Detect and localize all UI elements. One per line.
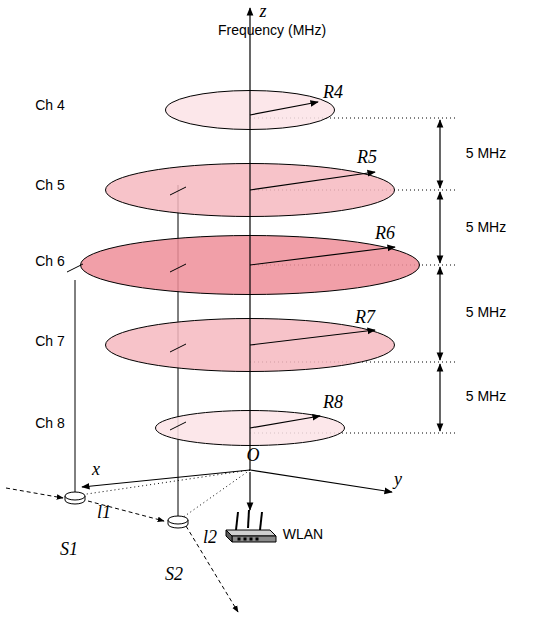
text-label: Ch 7 [35, 334, 65, 349]
ellipse-shape [80, 235, 420, 295]
text-label: WLAN [283, 527, 323, 542]
wlan-router [226, 510, 276, 542]
radius-label: R5 [357, 148, 377, 168]
radius-label: R6 [375, 224, 395, 244]
symbol-label: y [394, 470, 402, 490]
text-label: 5 MHz [466, 220, 506, 235]
symbol-label: O [247, 446, 260, 466]
radius-arrows [250, 102, 395, 428]
sensor-path [6, 488, 238, 612]
text-label: Ch 8 [35, 416, 65, 431]
sensor-icons [65, 492, 188, 528]
axes [82, 470, 392, 510]
text-label: Ch 5 [35, 178, 65, 193]
ellipse-shape [165, 90, 335, 130]
text-label: Ch 6 [35, 254, 65, 269]
symbol-label: l1 [97, 503, 111, 523]
text-label: 5 MHz [466, 389, 506, 404]
channel-ellipse: R7 [105, 318, 395, 372]
symbol-label: S2 [165, 565, 183, 585]
symbol-label: x [92, 460, 100, 480]
ellipse-shape [105, 318, 395, 372]
symbol-label: l2 [203, 528, 217, 548]
text-label: Frequency (MHz) [218, 23, 326, 38]
channel-ellipse: R5 [105, 163, 395, 217]
z-axis [249, 8, 250, 470]
text-label: 5 MHz [466, 305, 506, 320]
channel-ellipse: R4 [165, 90, 335, 130]
dimension-arrows [439, 120, 440, 431]
projection-ticks [67, 187, 186, 430]
radius-label: R4 [323, 83, 343, 103]
channel-ellipse: R6 [80, 235, 420, 295]
symbol-label: S1 [60, 540, 78, 560]
ellipse-shape [155, 410, 345, 446]
symbol-label: z [259, 2, 266, 22]
channel-ellipse: R8 [155, 410, 345, 446]
radius-label: R8 [323, 393, 343, 413]
ellipse-shape [105, 163, 395, 217]
text-label: 5 MHz [466, 146, 506, 161]
radius-label: R7 [355, 308, 375, 328]
text-label: Ch 4 [35, 98, 65, 113]
